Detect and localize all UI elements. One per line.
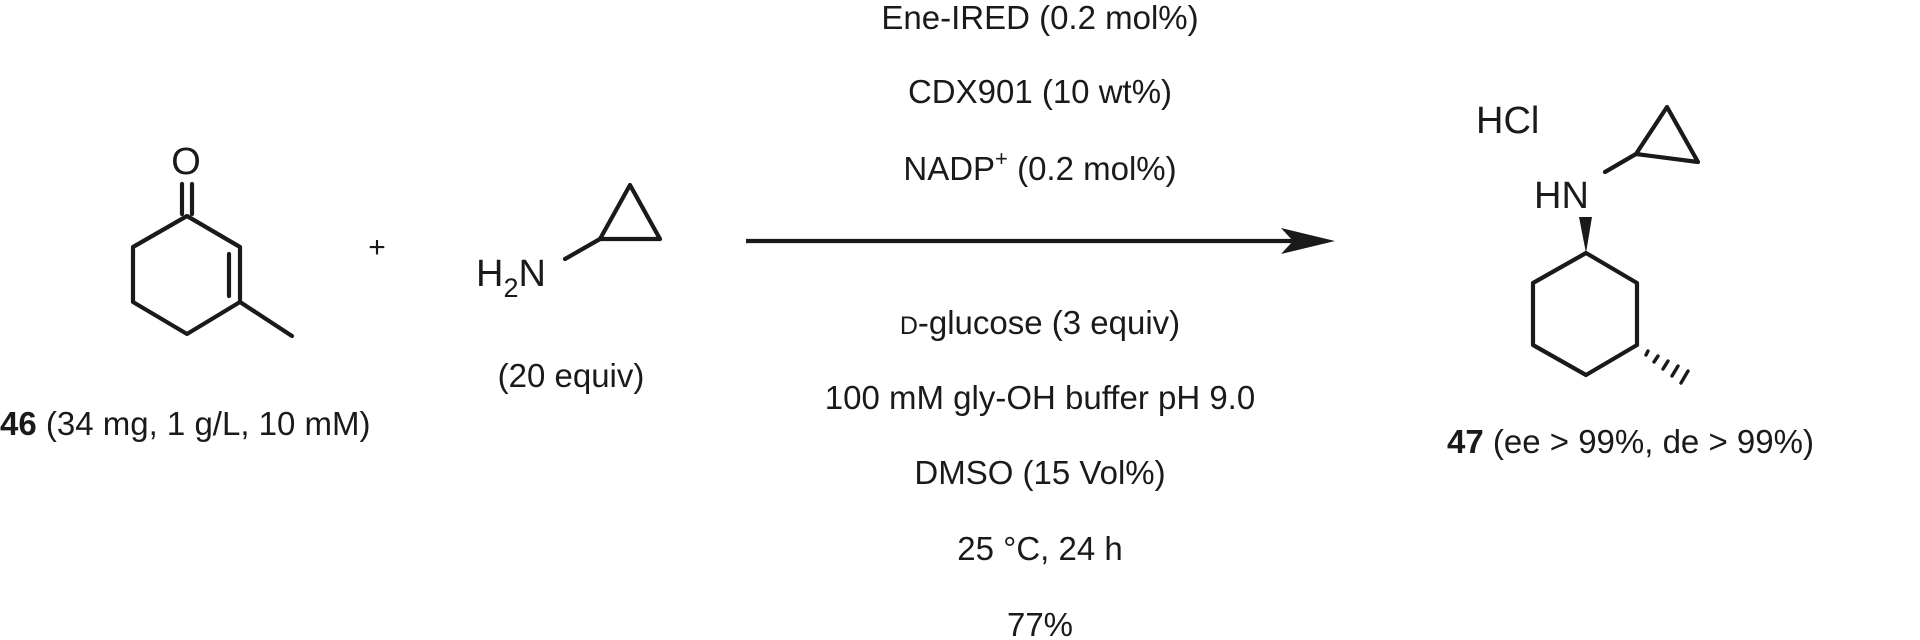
- condition-temperature-time: 25 °C, 24 h: [957, 530, 1122, 567]
- reactant-46-label: 46 (34 mg, 1 g/L, 10 mM): [0, 405, 371, 442]
- product-amine-label: HN: [1534, 175, 1589, 217]
- n-cyclopropyl-bond: [562, 236, 603, 262]
- cyclohexane-ring: [1530, 250, 1640, 378]
- condition-enzyme: Ene-IRED (0.2 mol%): [881, 0, 1198, 36]
- product-n-cyclopropyl-bond: [1602, 151, 1639, 175]
- condition-nadp: NADP+ (0.2 mol%): [903, 146, 1176, 187]
- hcl-salt-label: HCl: [1476, 100, 1539, 142]
- cyclopropyl-ring: [597, 182, 663, 242]
- amine-label: H2N: [476, 253, 546, 303]
- product-47-label: 47 (ee > 99%, de > 99%): [1447, 423, 1814, 460]
- hashed-methyl-bond: [1644, 349, 1690, 385]
- compound-number-46: 46: [0, 405, 37, 442]
- cyclopropylamine-structure: H2N: [476, 182, 663, 303]
- amine-h-subscript: 2: [503, 273, 518, 303]
- amine-equiv-label: (20 equiv): [498, 357, 645, 394]
- methyl-bond: [237, 299, 295, 339]
- carbonyl-double-bond: [179, 181, 195, 217]
- wedge-bond: [1579, 217, 1592, 253]
- reactant-46-detail: (34 mg, 1 g/L, 10 mM): [37, 405, 371, 442]
- glucose-d-prefix: D: [900, 312, 918, 340]
- condition-yield: 77%: [1007, 606, 1073, 640]
- reaction-arrow: [746, 228, 1335, 254]
- condition-glucose: D-glucose (3 equiv): [900, 304, 1180, 341]
- condition-cdx901: CDX901 (10 wt%): [908, 73, 1172, 110]
- arrow-head: [1281, 228, 1335, 254]
- condition-buffer: 100 mM gly-OH buffer pH 9.0: [825, 379, 1255, 416]
- condition-dmso: DMSO (15 Vol%): [914, 454, 1165, 491]
- product-47-detail: (ee > 99%, de > 99%): [1484, 423, 1814, 460]
- oxygen-atom: O: [171, 141, 201, 183]
- plus-sign: +: [368, 231, 386, 264]
- reactant-46-structure: O: [130, 141, 295, 339]
- nadp-superscript: +: [995, 146, 1008, 171]
- cyclohexenone-ring: [130, 213, 243, 337]
- nadp-amount: (0.2 mol%): [1008, 150, 1177, 187]
- product-cyclopropyl-ring: [1633, 104, 1701, 165]
- product-47-structure: HCl HN: [1476, 100, 1701, 385]
- nadp-base: NADP: [903, 150, 995, 187]
- amine-h: H: [476, 253, 503, 295]
- glucose-text: -glucose (3 equiv): [918, 304, 1180, 341]
- amine-n: N: [518, 253, 545, 295]
- compound-number-47: 47: [1447, 423, 1484, 460]
